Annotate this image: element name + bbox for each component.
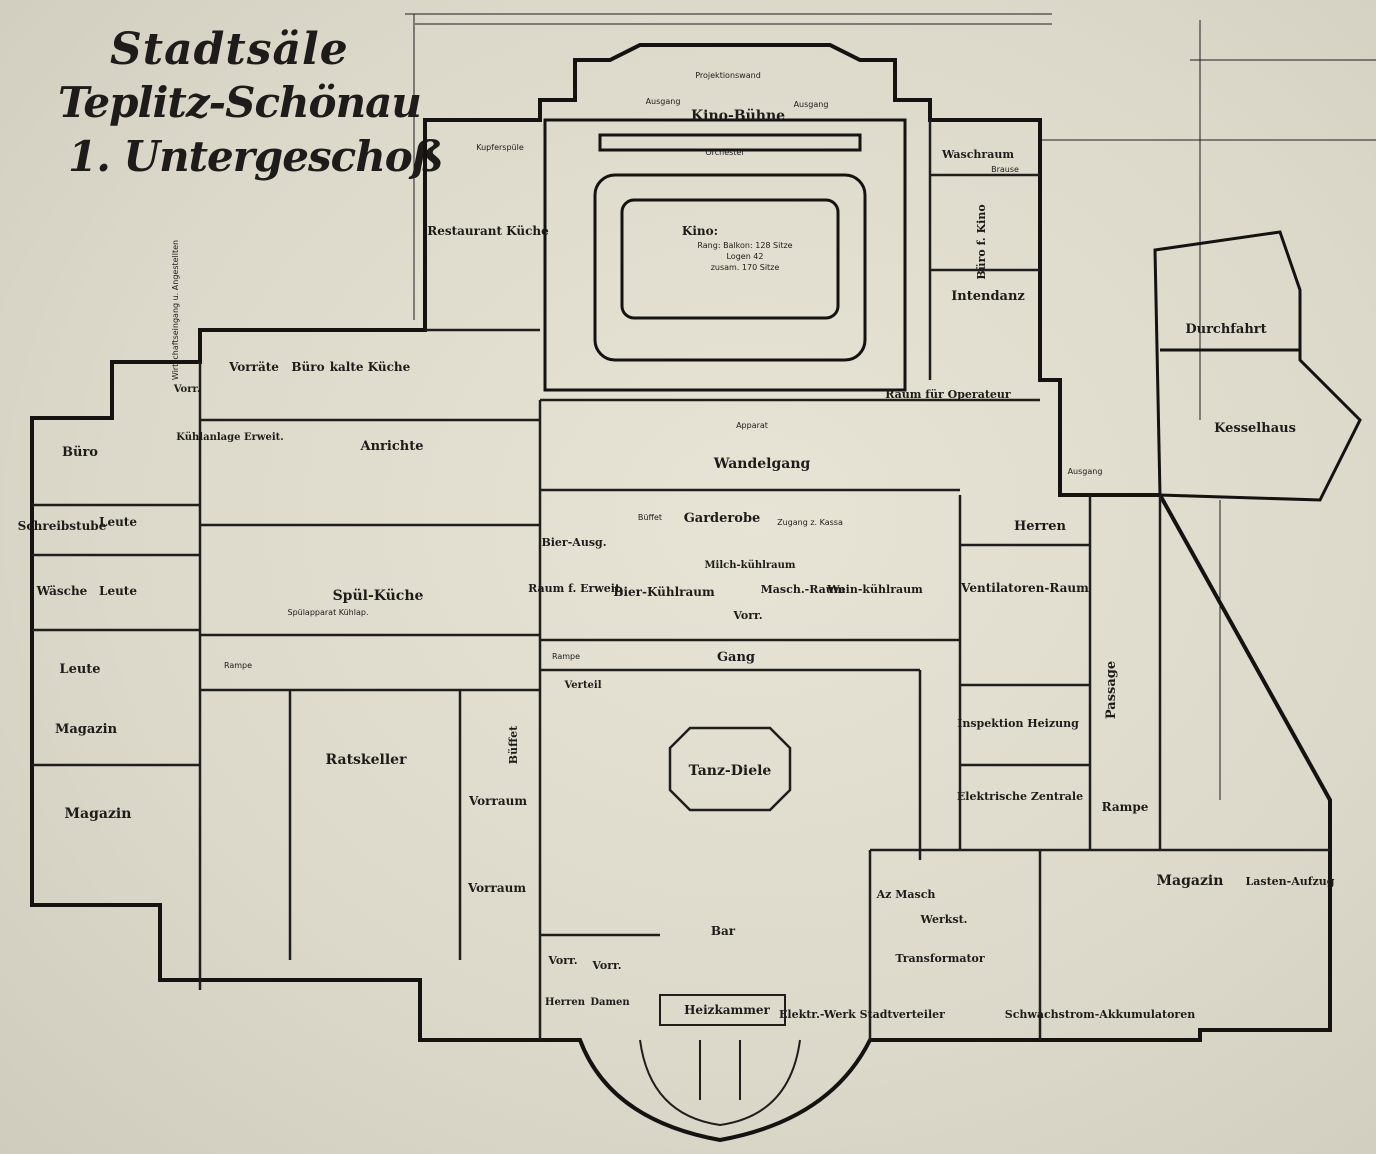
- label-magazin-3: Magazin: [1157, 873, 1224, 889]
- label-durchfahrt: Durchfahrt: [1185, 322, 1266, 337]
- label-magazin-2: Magazin: [65, 806, 132, 822]
- label-intendanz: Intendanz: [951, 289, 1025, 304]
- kino-hall-wall: [543, 118, 907, 392]
- label-bier-kuehlraum: Bier-Kühlraum: [613, 585, 715, 599]
- label-bar: Bar: [711, 924, 736, 938]
- label-wein-kuehlraum: Wein-kühlraum: [826, 583, 923, 596]
- label-kino: Kino:: [682, 224, 718, 238]
- label-vorraum-2: Vorraum: [467, 881, 526, 895]
- label-masch-raum: Masch.-Raum: [761, 583, 846, 596]
- label-garderobe: Garderobe: [684, 511, 761, 526]
- label-projektionswand: Projektionswand: [695, 71, 761, 80]
- label-leute-1: Leute: [99, 515, 137, 529]
- label-tanz-diele: Tanz-Diele: [689, 763, 772, 779]
- label-waschraum: Waschraum: [941, 148, 1014, 161]
- label-apparat: Apparat: [736, 421, 768, 430]
- label-schreibstube: Schreibstube: [18, 519, 107, 533]
- label-raum-f-erweit: Raum f. Erweit.: [528, 582, 624, 595]
- label-elektr-werk: Elektr.-Werk Stadtverteiler: [779, 1008, 945, 1021]
- label-ausgang-far-right: Ausgang: [1068, 467, 1103, 476]
- label-rampe-2: Rampe: [552, 652, 580, 661]
- label-orchester: Orchester: [705, 148, 745, 157]
- label-herren-right: Herren: [1014, 519, 1067, 534]
- bay-arc-outer: [639, 1039, 801, 1127]
- label-magazin-1: Magazin: [55, 722, 118, 737]
- label-leute-3: Leute: [59, 662, 100, 677]
- label-buero-top: Büro: [291, 360, 324, 374]
- label-kino-rang: Rang: Balkon: 128 Sitze: [697, 241, 792, 250]
- label-milch-kuehlraum: Milch-kühlraum: [704, 560, 795, 571]
- label-leute-2: Leute: [99, 584, 137, 598]
- label-schwachstrom: Schwachstrom-Akkumulatoren: [1005, 1008, 1195, 1021]
- label-bueffet-top: Büffet: [638, 513, 662, 522]
- heizkammer-box: [659, 994, 786, 1026]
- label-damen: Damen: [590, 997, 630, 1008]
- label-waesche: Wäsche: [36, 584, 88, 598]
- bay-pillars: [699, 1040, 741, 1100]
- label-rampe-1: Rampe: [224, 661, 252, 670]
- label-ratskeller: Ratskeller: [326, 752, 408, 768]
- label-kino-buehne: Kino-Bühne: [691, 108, 785, 124]
- label-bueffet-mid: Büffet: [507, 725, 520, 764]
- label-kesselhaus: Kesselhaus: [1214, 421, 1296, 436]
- label-kupferspuele: Kupferspüle: [476, 143, 524, 152]
- label-anrichte: Anrichte: [360, 439, 424, 454]
- label-wandelgang: Wandelgang: [713, 456, 811, 472]
- orchestra-pit: [598, 133, 862, 152]
- label-heizkammer: Heizkammer: [684, 1003, 770, 1017]
- label-spuelapparat: Spülapparat Kühlap.: [287, 608, 368, 617]
- building-outline: [30, 43, 1332, 1143]
- title-line-1: Stadtsäle: [110, 24, 349, 75]
- label-ventilatoren-raum: Ventilatoren-Raum: [960, 581, 1089, 595]
- label-az-masch: Az Masch: [876, 888, 936, 901]
- label-vorr-bottom-1: Vorr.: [547, 954, 577, 967]
- label-vorr-top: Vorr.: [173, 384, 201, 395]
- label-kino-zusam: zusam. 170 Sitze: [711, 263, 780, 272]
- kino-seating: [593, 173, 867, 362]
- label-ausgang-left: Ausgang: [646, 97, 681, 106]
- annex-outline: [1153, 230, 1362, 502]
- label-passage: Passage: [1104, 661, 1119, 719]
- title-line-2: Teplitz-Schönau: [58, 78, 422, 127]
- label-lastenaufzug: Lasten-Aufzug: [1246, 875, 1335, 888]
- label-kuehlanlage: Kühlanlage Erweit.: [176, 432, 283, 443]
- tanz-diele-octagon: [668, 726, 792, 812]
- label-vorraete: Vorräte: [228, 360, 279, 374]
- label-kalte-kueche: kalte Küche: [330, 360, 411, 374]
- label-ausgang-right: Ausgang: [794, 100, 829, 109]
- label-vorr-mid: Vorr.: [732, 609, 762, 622]
- label-spuel-kueche: Spül-Küche: [333, 588, 424, 604]
- label-buero-left: Büro: [62, 445, 98, 460]
- label-raum-fuer-operateur: Raum für Operateur: [885, 388, 1011, 401]
- label-wirtschaftseingang: Wirtschaftseingang u. Angestellten: [171, 240, 180, 380]
- label-rampe-3: Rampe: [1102, 800, 1149, 814]
- label-kino-logen: Logen 42: [726, 252, 763, 261]
- label-gang: Gang: [717, 650, 755, 665]
- label-zugang: Zugang z. Kassa: [777, 518, 843, 527]
- label-elektrische-zentrale: Elektrische Zentrale: [957, 790, 1083, 803]
- label-herren-bottom: Herren: [545, 997, 586, 1008]
- label-vorraum-1: Vorraum: [468, 794, 527, 808]
- kino-inner-floor: [620, 198, 840, 320]
- label-transformator: Transformator: [895, 952, 985, 965]
- label-werkst: Werkst.: [920, 913, 968, 926]
- label-verteil: Verteil: [563, 680, 601, 691]
- label-restaurant-kueche: Restaurant Küche: [427, 224, 549, 238]
- label-inspektion-heizung: Inspektion Heizung: [957, 717, 1079, 730]
- label-bier-ausg: Bier-Ausg.: [541, 536, 606, 549]
- label-vorr-bottom-2: Vorr.: [591, 959, 621, 972]
- label-brause: Brause: [991, 165, 1019, 174]
- label-buero-f-kino: Büro f. Kino: [975, 204, 988, 279]
